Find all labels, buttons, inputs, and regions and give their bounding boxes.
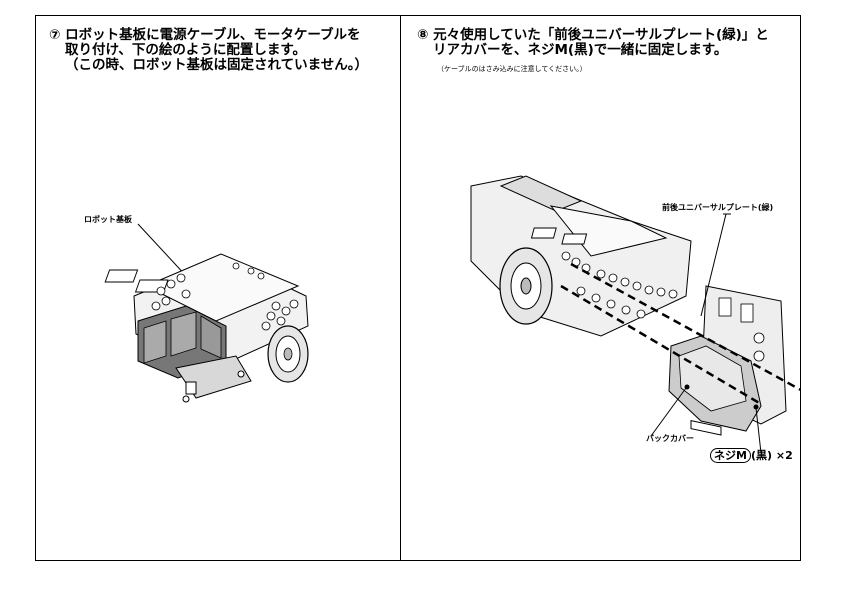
step-7-instructions: ⑦ ロボット基板に電源ケーブル、モータケーブルを 取り付け、下の絵のように配置し… bbox=[49, 28, 368, 73]
screw-label: ネジM(黒) ×2 bbox=[710, 447, 793, 463]
screw-quantity: ×2 bbox=[775, 449, 793, 462]
cover-leader-line bbox=[650, 387, 687, 437]
step-8-instructions: ⑧ 元々使用していた「前後ユニバーサルプレート(緑)」と リアカバーを、ネジM(… bbox=[417, 28, 769, 58]
robot-board-label: ロボット基板 bbox=[84, 215, 132, 224]
manual-page: ⑦ ロボット基板に電源ケーブル、モータケーブルを 取り付け、下の絵のように配置し… bbox=[35, 15, 801, 561]
screw-name: ネジM bbox=[710, 448, 751, 463]
step-7-line-3: （この時、ロボット基板は固定されていません。） bbox=[65, 57, 368, 73]
step-7-line-2: 取り付け、下の絵のように配置します。 bbox=[65, 42, 306, 58]
step-7-panel: ⑦ ロボット基板に電源ケーブル、モータケーブルを 取り付け、下の絵のように配置し… bbox=[36, 16, 400, 560]
rear-cover-assembly-illustration bbox=[470, 175, 801, 454]
panel-divider bbox=[400, 16, 401, 560]
plate-leader-line bbox=[700, 213, 727, 317]
universal-plate-label: 前後ユニバーサルプレート(緑) bbox=[662, 203, 774, 212]
screw-leader-line bbox=[755, 407, 762, 454]
step-7-line-1: ⑦ ロボット基板に電源ケーブル、モータケーブルを bbox=[49, 27, 361, 43]
robot-board-illustration bbox=[104, 223, 309, 403]
back-cover-label: バックカバー bbox=[646, 434, 694, 443]
step-8-line-1: ⑧ 元々使用していた「前後ユニバーサルプレート(緑)」と bbox=[417, 27, 769, 43]
step-8-panel: ⑧ 元々使用していた「前後ユニバーサルプレート(緑)」と リアカバーを、ネジM(… bbox=[401, 16, 801, 560]
screw-color: (黒) bbox=[750, 449, 773, 462]
step-8-caution-note: （ケーブルのはさみ込みに注意してください。） bbox=[437, 65, 587, 73]
step-8-line-2: リアカバーを、ネジM(黒)で一緒に固定します。 bbox=[433, 42, 728, 58]
